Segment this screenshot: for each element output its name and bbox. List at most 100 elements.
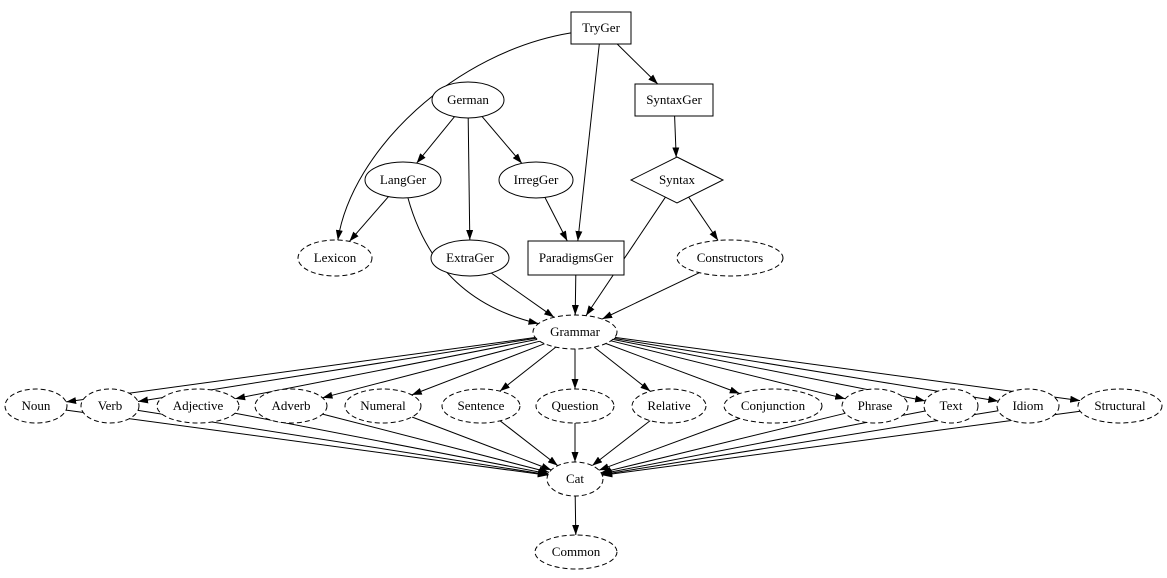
edge-Structural-Cat <box>602 410 1081 478</box>
ellipse-shape <box>441 388 521 424</box>
node-label: SyntaxGer <box>646 92 702 107</box>
edge-German-IrregGer <box>481 116 523 164</box>
node-label: Sentence <box>458 398 505 413</box>
ellipse-shape <box>534 534 618 570</box>
node-label: Cat <box>566 471 584 486</box>
node-SyntaxGer: SyntaxGer <box>634 83 714 117</box>
ellipse-shape <box>364 161 442 199</box>
ellipse-shape <box>532 314 618 350</box>
node-Common: Common <box>534 534 618 570</box>
node-LangGer: LangGer <box>364 161 442 199</box>
edge-Grammar-Sentence <box>499 346 557 392</box>
node-Syntax: Syntax <box>629 156 725 204</box>
node-label: Structural <box>1094 398 1146 413</box>
edge-IrregGer-ParadigmsGer <box>544 197 568 242</box>
node-Phrase: Phrase <box>841 388 909 424</box>
edge-Grammar-Relative <box>593 346 651 392</box>
edge-TryGer-ParadigmsGer <box>575 43 600 242</box>
ellipse-shape <box>254 388 328 424</box>
edge-Cat-Common <box>572 495 580 536</box>
edge-Grammar-Structural <box>614 336 1081 403</box>
box-shape <box>527 240 625 276</box>
node-label: Phrase <box>858 398 893 413</box>
ellipse-shape <box>344 388 422 424</box>
edge-Grammar-Numeral <box>411 343 545 396</box>
node-ExtraGer: ExtraGer <box>430 239 510 277</box>
node-label: LangGer <box>380 172 427 187</box>
edge-TryGer-SyntaxGer <box>616 43 659 85</box>
node-label: Verb <box>98 398 123 413</box>
node-Grammar: Grammar <box>532 314 618 350</box>
edge-Grammar-Phrase <box>610 340 846 400</box>
node-label: Idiom <box>1012 398 1043 413</box>
node-label: Conjunction <box>741 398 806 413</box>
edge-LangGer-Lexicon <box>349 196 389 242</box>
edge-TryGer-Lexicon <box>335 32 572 241</box>
node-IrregGer: IrregGer <box>498 161 574 199</box>
edge-Syntax-Constructors <box>688 196 719 241</box>
node-Sentence: Sentence <box>441 388 521 424</box>
node-label: Lexicon <box>314 250 357 265</box>
node-Text: Text <box>923 388 979 424</box>
edge-Syntax-Grammar <box>585 196 666 316</box>
node-Cat: Cat <box>546 461 604 497</box>
node-label: Constructors <box>697 250 763 265</box>
ellipse-shape <box>535 388 615 424</box>
node-label: Adverb <box>272 398 311 413</box>
node-Adjective: Adjective <box>156 388 240 424</box>
node-Constructors: Constructors <box>676 239 784 277</box>
node-label: Adjective <box>173 398 224 413</box>
edge-German-ExtraGer <box>466 117 474 241</box>
edge-Constructors-Grammar <box>601 272 700 320</box>
ellipse-shape <box>4 388 68 424</box>
box-shape <box>570 11 632 45</box>
ellipse-shape <box>841 388 909 424</box>
ellipse-shape <box>676 239 784 277</box>
node-label: Relative <box>647 398 691 413</box>
edge-Relative-Cat <box>591 420 651 466</box>
node-label: IrregGer <box>514 172 559 187</box>
edge-Grammar-Conjunction <box>605 343 740 394</box>
node-German: German <box>431 81 505 119</box>
node-label: TryGer <box>582 20 620 35</box>
edge-LangGer-Grammar <box>407 197 539 325</box>
node-Idiom: Idiom <box>996 388 1060 424</box>
ellipse-shape <box>431 81 505 119</box>
node-label: Noun <box>22 398 51 413</box>
ellipse-shape <box>498 161 574 199</box>
node-label: Syntax <box>659 172 696 187</box>
ellipse-shape <box>631 388 707 424</box>
ellipse-shape <box>996 388 1060 424</box>
edge-German-LangGer <box>416 116 455 164</box>
node-label: German <box>447 92 489 107</box>
box-shape <box>634 83 714 117</box>
node-Lexicon: Lexicon <box>297 239 373 277</box>
node-label: ExtraGer <box>446 250 494 265</box>
node-Question: Question <box>535 388 615 424</box>
ellipse-shape <box>723 388 823 424</box>
ellipse-shape <box>1077 388 1163 424</box>
ellipse-shape <box>923 388 979 424</box>
ellipse-shape <box>80 388 140 424</box>
node-Verb: Verb <box>80 388 140 424</box>
node-label: Numeral <box>360 398 406 413</box>
node-label: Common <box>552 544 601 559</box>
ellipse-shape <box>156 388 240 424</box>
edge-Idiom-Cat <box>602 410 999 477</box>
edge-Adverb-Cat <box>322 413 550 474</box>
edge-Sentence-Cat <box>499 420 559 466</box>
edge-SyntaxGer-Syntax <box>672 115 680 158</box>
node-Structural: Structural <box>1077 388 1163 424</box>
edge-Grammar-Noun <box>66 337 536 405</box>
edge-Conjunction-Cat <box>598 417 740 471</box>
node-label: ParadigmsGer <box>539 250 614 265</box>
ellipse-shape <box>546 461 604 497</box>
ellipse-shape <box>297 239 373 277</box>
edge-Grammar-Adverb <box>322 340 540 399</box>
node-Numeral: Numeral <box>344 388 422 424</box>
node-ParadigmsGer: ParadigmsGer <box>527 240 625 276</box>
edge-Grammar-Idiom <box>613 337 999 403</box>
edge-Numeral-Cat <box>411 416 552 471</box>
